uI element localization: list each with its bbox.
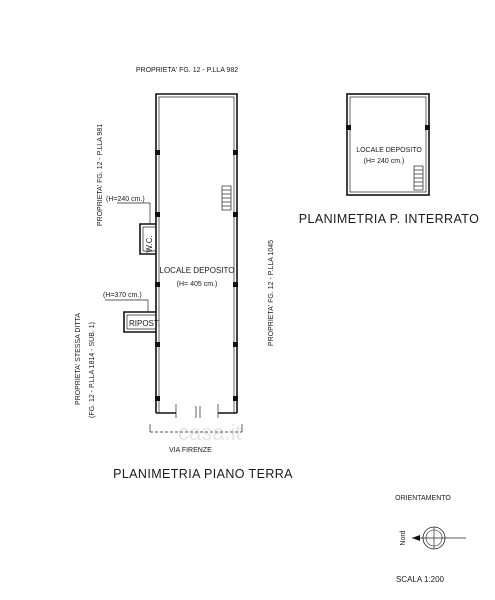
ground-floor-title: PLANIMETRIA PIANO TERRA — [113, 467, 293, 481]
pillar — [346, 125, 351, 130]
main-room-label: LOCALE DEPOSITO — [160, 266, 235, 275]
pillar — [233, 212, 238, 217]
pillar — [155, 396, 160, 401]
left-neighbor-lower-label-2: (FG. 12 - P.LLA 1814 - SUB. 1) — [89, 322, 96, 418]
ground-floor-plan: (H=240 cm.) W.C. (H=370 cm.) RIPOST. LOC… — [103, 93, 243, 433]
pillar — [233, 342, 238, 347]
ground-floor-outer-wall — [155, 93, 238, 413]
pillar — [155, 282, 160, 287]
left-neighbor-lower-label-1: PROPRIETA' STESSA DITTA — [75, 313, 82, 405]
wc-inner-wall — [142, 226, 156, 252]
street-label: VIA FIRENZE — [169, 447, 212, 454]
basement-outer-wall — [346, 93, 430, 196]
main-room-height-label: (H= 405 cm.) — [177, 281, 218, 288]
basement-title: PLANIMETRIA P. INTERRATO — [299, 212, 479, 226]
north-label: Nord — [400, 530, 407, 545]
ripost-inner-wall — [126, 314, 156, 330]
ripost-label: RIPOST. — [129, 319, 160, 328]
ripost-height-label: (H=370 cm.) — [103, 292, 142, 299]
wc-height-label: (H=240 cm.) — [106, 196, 145, 203]
pillar — [233, 282, 238, 287]
staircase — [221, 185, 232, 211]
ripost-wall — [123, 311, 156, 333]
basement-room-label: LOCALE DEPOSITO — [356, 147, 422, 154]
orientation-title: ORIENTAMENTO — [395, 495, 451, 502]
pillar — [155, 150, 160, 155]
left-neighbor-upper-label: PROPRIETA' FG. 12 - P.LLA 981 — [97, 124, 104, 226]
pillar — [155, 342, 160, 347]
basement-staircase — [413, 165, 424, 191]
pillar — [233, 396, 238, 401]
right-neighbor-label: PROPRIETA' FG. 12 - P.LLA 1045 — [268, 240, 275, 346]
watermark-text: casa.it — [178, 420, 242, 445]
ground-floor-inner-wall — [158, 96, 235, 413]
pillar — [233, 150, 238, 155]
basement-room-height-label: (H= 240 cm.) — [364, 158, 405, 165]
compass-icon — [412, 526, 466, 550]
basement-inner-wall — [349, 96, 427, 193]
pillar — [425, 125, 430, 130]
basement-plan: LOCALE DEPOSITO (H= 240 cm.) — [346, 93, 430, 196]
wc-wall — [139, 223, 156, 255]
pillar — [155, 212, 160, 217]
scale-label: SCALA 1:200 — [396, 575, 445, 584]
top-neighbor-label: PROPRIETA' FG. 12 - P.LLA 982 — [136, 67, 238, 74]
wc-label: W.C. — [145, 235, 154, 252]
